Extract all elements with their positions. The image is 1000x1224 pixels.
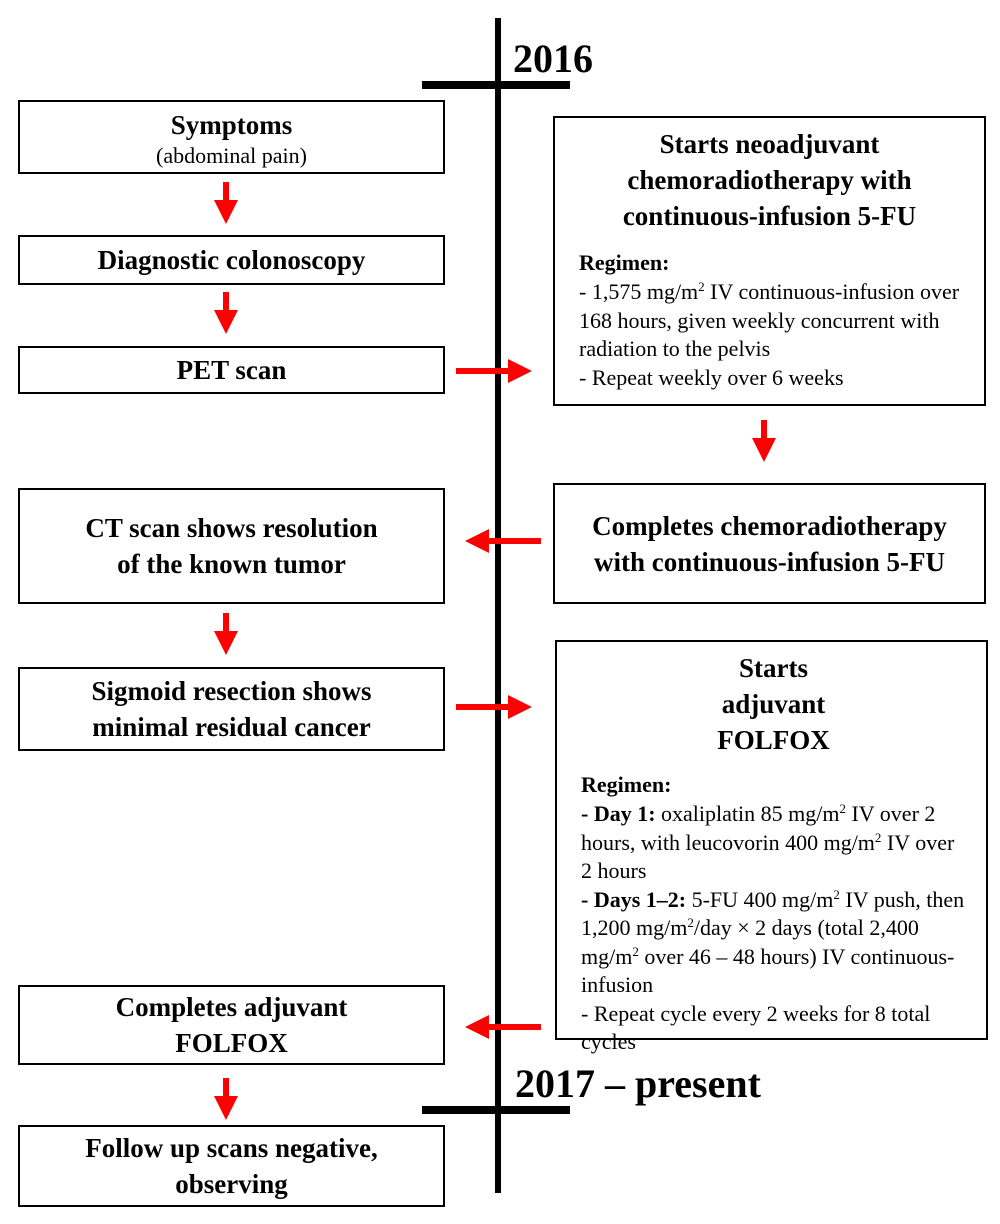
completes-chemo-title: Completes chemoradiotherapy with continu… [592, 510, 947, 577]
completes-folfox-title: Completes adjuvant FOLFOX [115, 992, 348, 1058]
symptoms-detail: (abdominal pain) [156, 143, 307, 168]
completes-chemo-box: Completes chemoradiotherapy with continu… [553, 483, 986, 604]
colonoscopy-title: Diagnostic colonoscopy [97, 245, 366, 275]
neoadjuvant-regimen-line2: - Repeat weekly over 6 weeks [579, 364, 844, 390]
year-label-start: 2016 [513, 36, 593, 81]
pet-scan-title: PET scan [176, 355, 287, 385]
adjuvant-folfox-title: Starts adjuvant FOLFOX [717, 653, 830, 755]
adjuvant-days12: - Days 1–2: 5-FU 400 mg/m2 IV push, then… [581, 886, 965, 998]
pet-scan-box: PET scan [18, 346, 445, 394]
sigmoid-resection-box: Sigmoid resection shows minimal residual… [18, 667, 445, 751]
followup-box: Follow up scans negative, observing [18, 1125, 445, 1207]
adjuvant-regimen-heading: Regimen: [581, 772, 672, 797]
adjuvant-folfox-box: Starts adjuvant FOLFOX Regimen: - Day 1:… [555, 640, 988, 1054]
symptoms-box: Symptoms (abdominal pain) [18, 100, 445, 174]
followup-title: Follow up scans negative, observing [85, 1133, 378, 1199]
symptoms-title: Symptoms [170, 110, 293, 140]
completes-folfox-box: Completes adjuvant FOLFOX [18, 985, 445, 1065]
neoadjuvant-regimen-line1: - 1,575 mg/m2 IV continuous-infusion ove… [579, 279, 960, 361]
neoadjuvant-box: Starts neoadjuvant chemoradiotherapy wit… [553, 116, 986, 406]
colonoscopy-box: Diagnostic colonoscopy [18, 235, 445, 285]
adjuvant-repeat: - Repeat cycle every 2 weeks for 8 total… [581, 1000, 931, 1055]
sigmoid-resection-title: Sigmoid resection shows minimal residual… [91, 676, 372, 742]
ct-scan-title: CT scan shows resolution of the known tu… [85, 513, 378, 579]
year-label-end: 2017 – present [515, 1061, 761, 1106]
neoadjuvant-title: Starts neoadjuvant chemoradiotherapy wit… [622, 129, 917, 231]
ct-scan-box: CT scan shows resolution of the known tu… [18, 488, 445, 604]
adjuvant-day1: - Day 1: oxaliplatin 85 mg/m2 IV over 2 … [581, 801, 955, 883]
neoadjuvant-regimen-heading: Regimen: [579, 250, 670, 275]
